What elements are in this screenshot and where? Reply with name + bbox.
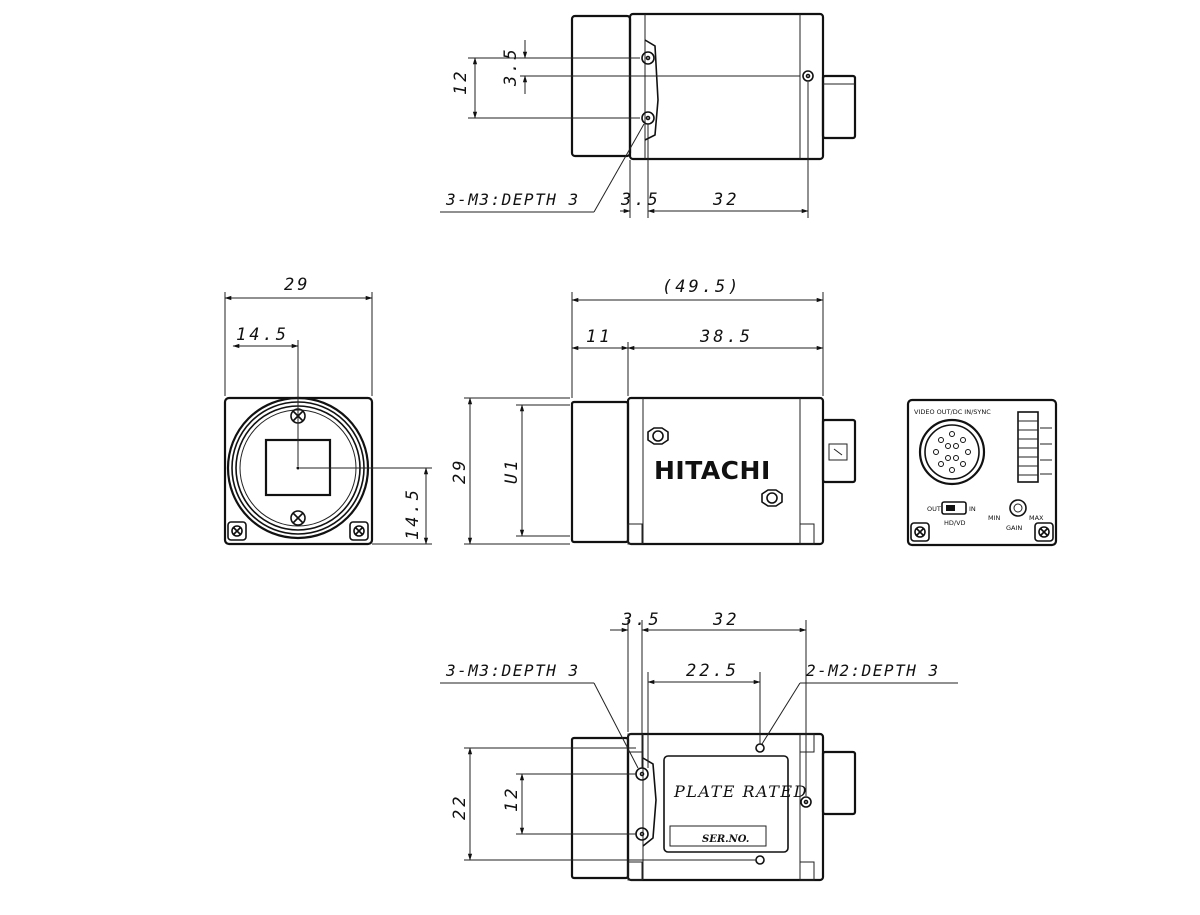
dip-switch-bank	[1017, 411, 1039, 483]
switch-in-label: IN	[969, 505, 976, 513]
top-view-lens-barrel	[570, 14, 632, 158]
bottom-dim-12: 12	[502, 786, 522, 812]
screw-hole	[800, 796, 812, 808]
hd-vd-switch	[941, 501, 967, 515]
top-callout-thread: 3-M3:DEPTH 3	[445, 190, 580, 209]
small-screw-hole	[755, 743, 765, 753]
rear-view-body	[906, 398, 1058, 547]
corner-screw	[349, 521, 369, 541]
side-dim-29: 29	[450, 458, 470, 484]
rear-connector-label: VIDEO OUT/DC IN/SYNC	[914, 408, 991, 416]
screw-hole	[635, 827, 649, 841]
corner-screw	[910, 522, 930, 542]
bottom-callout-m2: 2-M2:DEPTH 3	[806, 661, 940, 680]
side-dim-11: 11	[586, 327, 612, 347]
front-view: 29 14.5 14.5	[223, 275, 432, 546]
top-dim-3-5: 3.5	[501, 46, 521, 87]
mount-screw	[290, 510, 306, 526]
serial-number-box	[669, 825, 767, 847]
top-dim-offset-3-5: 3.5	[620, 190, 661, 210]
bottom-view-lens-barrel	[570, 736, 630, 880]
front-dim-14-5: 14.5	[236, 325, 289, 345]
hex-screw	[761, 489, 783, 507]
bottom-view-connector	[821, 750, 857, 816]
hex-screw	[647, 427, 669, 445]
video-connector	[918, 418, 986, 486]
rating-plate	[663, 755, 789, 853]
bottom-dim-22-5: 22.5	[686, 661, 739, 681]
side-dim-u1: U1	[502, 458, 522, 484]
brand-logo: HITACHI	[654, 456, 771, 485]
bottom-dim-32: 32	[712, 610, 739, 630]
gain-caption: GAIN	[1006, 524, 1022, 532]
screw-hole	[635, 767, 649, 781]
side-dim-38-5: 38.5	[699, 327, 753, 347]
top-view-body	[628, 12, 825, 161]
side-view: HITACHI (49.5) 11 38.5 29 U1	[450, 277, 857, 546]
small-screw-hole	[755, 855, 765, 865]
gain-max-label: MAX	[1029, 514, 1044, 522]
bottom-dim-22: 22	[450, 794, 470, 820]
front-dim-height-14-5: 14.5	[403, 487, 423, 540]
corner-screw	[1034, 522, 1054, 542]
switch-out-label: OUT	[927, 505, 941, 513]
side-dim-overall: (49.5)	[662, 277, 741, 297]
connector-pins	[933, 431, 971, 473]
plate-rated-text: PLATE RATED	[673, 782, 808, 801]
side-view-connector	[821, 418, 857, 484]
gain-knob	[1009, 499, 1027, 517]
top-view-connector	[821, 74, 857, 140]
serial-number-label: SER.NO.	[702, 834, 749, 845]
corner-screw	[227, 521, 247, 541]
side-view-lens-barrel	[570, 400, 630, 544]
bottom-callout-m3: 3-M3:DEPTH 3	[445, 661, 580, 680]
screw-hole	[802, 70, 814, 82]
top-dim-32: 32	[712, 190, 739, 210]
switch-caption: HD/VD	[944, 519, 966, 527]
top-view: 12 3.5 3.5 32 3-M3:DEPTH 3	[440, 12, 857, 218]
top-dim-12: 12	[451, 69, 471, 95]
screw-hole	[641, 111, 655, 125]
front-dim-29: 29	[284, 275, 310, 295]
bottom-dim-offset-3-5: 3.5	[621, 610, 662, 630]
rear-view: VIDEO OUT/DC IN/SYNC	[906, 398, 1058, 547]
screw-hole	[641, 51, 655, 65]
gain-min-label: MIN	[988, 514, 1001, 522]
bottom-view: PLATE RATED SER.NO. 3.5 32 22.5 22 12	[440, 610, 958, 882]
